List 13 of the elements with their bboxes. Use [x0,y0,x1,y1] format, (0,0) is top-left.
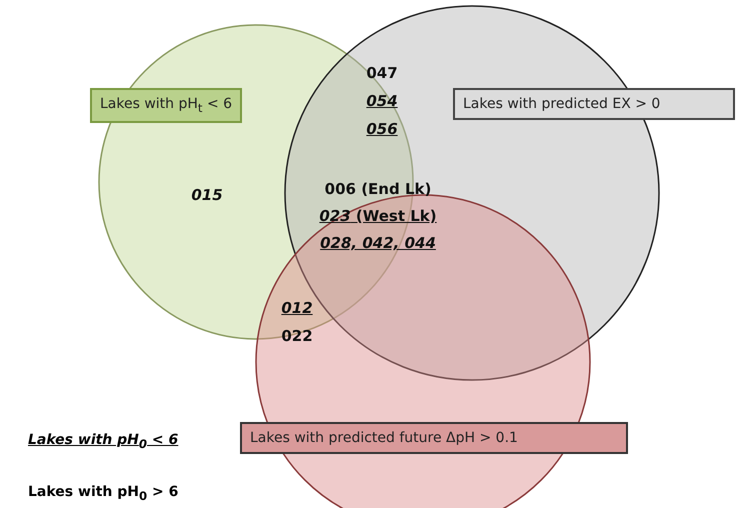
lake-id: 054 [366,92,398,110]
legend-entry: Lakes with pH$_{0}$ < 6 [28,432,178,451]
set-label-box: Lakes with predicted EX > 0 [453,88,735,120]
lake-id: 056 [366,120,398,138]
lake-id: 006 (End Lk) [324,180,432,198]
lake-id: 028, 042, 044 [320,234,436,252]
set-label-box: Lakes with predicted future ΔpH > 0.1 [240,422,628,454]
lake-id: 012 [281,299,313,317]
lake-id: 015 [191,186,223,204]
lake-id: 022 [281,327,313,345]
legend-entry: Lakes with pH$_{0}$ > 6 [28,484,178,503]
set-label-box: Lakes with pH$_{t}$ < 6 [90,88,242,123]
lake-id: 047 [366,64,398,82]
